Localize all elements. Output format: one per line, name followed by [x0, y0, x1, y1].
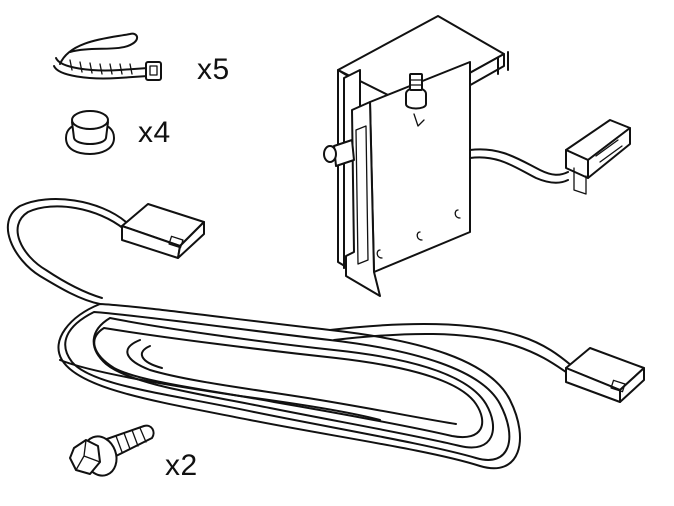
harness-connector-lower-icon	[565, 347, 645, 403]
sensor-bracket-assembly-icon	[323, 15, 631, 297]
harness-connector-upper-icon	[121, 203, 205, 259]
wire-harness-icon	[6, 198, 573, 470]
cable-tie-quantity: x5	[197, 53, 230, 86]
flange-screw-icon	[69, 424, 155, 477]
rubber-cap-icon	[65, 110, 115, 155]
cap-quantity: x4	[138, 116, 171, 149]
cable-tie-icon	[53, 32, 162, 81]
screw-quantity: x2	[165, 449, 198, 482]
